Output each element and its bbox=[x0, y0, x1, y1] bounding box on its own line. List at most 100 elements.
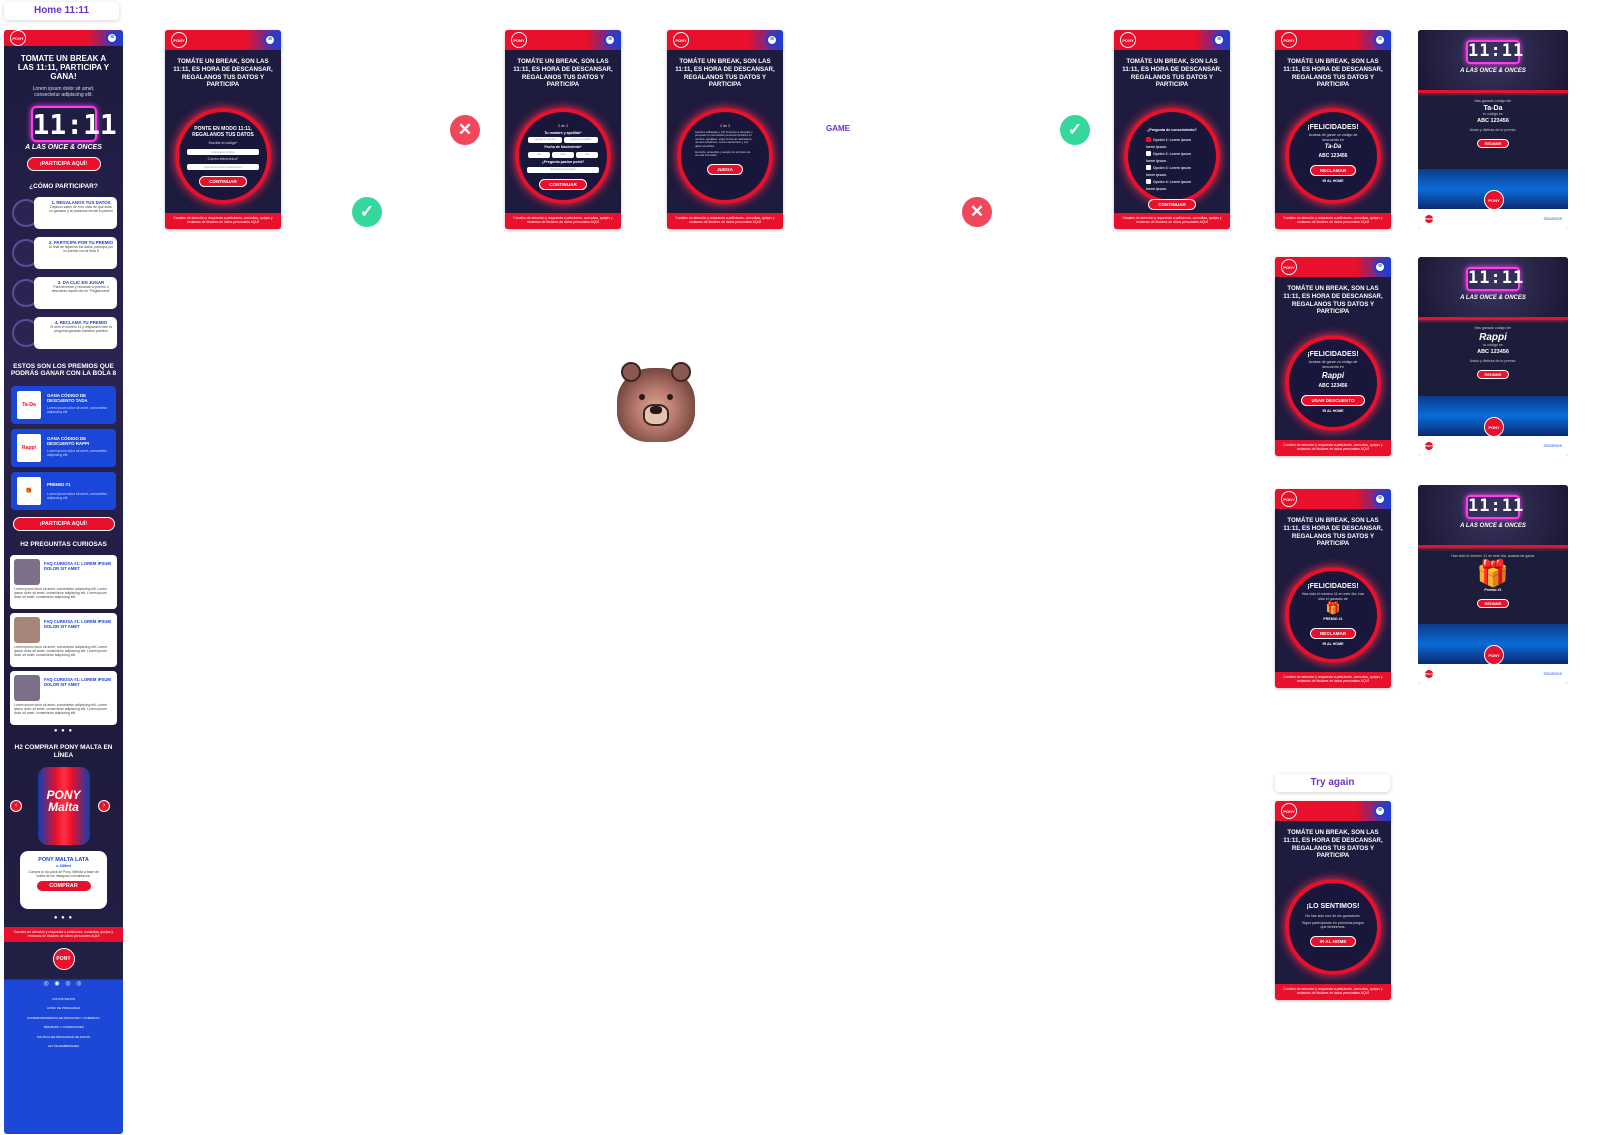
faq-pagination-dots[interactable]: ● ● ● bbox=[53, 728, 74, 734]
screen-header: PONY ≡ bbox=[1114, 30, 1230, 50]
pony-logo[interactable]: PONY bbox=[1424, 441, 1434, 451]
carousel-next-arrow[interactable]: › bbox=[98, 800, 110, 812]
menu-icon[interactable]: ≡ bbox=[604, 34, 616, 46]
menu-icon[interactable]: ≡ bbox=[106, 32, 118, 44]
passion-select[interactable]: Selecciona una opción bbox=[527, 167, 599, 174]
footer-link[interactable]: TÉRMINOS Y CONDICIONES bbox=[43, 1025, 84, 1030]
continue-button[interactable]: CONTINUAR bbox=[539, 179, 587, 191]
go-home-link[interactable]: IR AL HOME bbox=[1322, 179, 1344, 184]
claim-button[interactable]: RECLAMAR bbox=[1309, 165, 1357, 177]
discount-code: ABC 123456 bbox=[1318, 383, 1348, 390]
win-ring: ¡FELICIDADES! Acabas de ganar un código … bbox=[1285, 108, 1381, 204]
screen-footer[interactable]: Canales de atención y respuesta a petici… bbox=[165, 213, 281, 229]
go-home-button[interactable]: IR AL HOME bbox=[1309, 935, 1357, 947]
redeem-button[interactable]: REDIMIR bbox=[1476, 139, 1510, 148]
claim-button[interactable]: RECLAMAR bbox=[1309, 627, 1357, 639]
follow-link[interactable]: SÍGUENOS bbox=[1543, 444, 1562, 448]
menu-icon[interactable]: ≡ bbox=[1374, 805, 1386, 817]
go-home-link[interactable]: IR AL HOME bbox=[1322, 641, 1344, 646]
participate-button[interactable]: ¡PARTICIPA AQUÍ! bbox=[26, 157, 101, 171]
quiz-option[interactable]: Opción 3: Lorem ipsum lorem ipsum. bbox=[1146, 165, 1198, 179]
buy-button[interactable]: COMPRAR bbox=[35, 880, 92, 893]
pony-logo[interactable]: PONY bbox=[10, 30, 26, 46]
terms-text[interactable]: Autorizo a Bavaria y CN Ventures a recop… bbox=[695, 129, 753, 148]
faq-question: FAQ CURIOSA #1: LOREM IPSUM DOLOR SIT AM… bbox=[44, 619, 111, 629]
screen-headline: TOMÁTE UN BREAK, SON LAS 11:11, ES HORA … bbox=[1283, 829, 1383, 860]
footer-link[interactable]: CONTÁCTENOS bbox=[51, 996, 75, 1001]
menu-icon[interactable]: ≡ bbox=[1374, 261, 1386, 273]
screen-lose: PONY ≡ TOMÁTE UN BREAK, SON LAS 11:11, ES… bbox=[1275, 801, 1391, 1000]
screen-header: PONY ≡ bbox=[1275, 30, 1391, 50]
continue-button[interactable]: CONTINUAR bbox=[1148, 198, 1196, 210]
screen-footer[interactable]: Canales de atención y respuesta a petici… bbox=[505, 213, 621, 229]
redeem-button[interactable]: REDIMIR bbox=[1476, 599, 1510, 608]
screen-footer[interactable]: Canales de atención y respuesta a petici… bbox=[1275, 440, 1391, 456]
month-select[interactable]: Mes bbox=[552, 151, 574, 158]
pony-logo[interactable]: PONY bbox=[1120, 32, 1136, 48]
home-footer-note[interactable]: Canales de atención y respuesta a petici… bbox=[4, 927, 123, 942]
pony-logo[interactable]: PONY bbox=[1281, 259, 1297, 275]
screen-footer[interactable]: Canales de atención y respuesta a petici… bbox=[667, 213, 783, 229]
quiz-option[interactable]: Opción 1: Lorem ipsum lorem ipsum. bbox=[1146, 137, 1198, 151]
product-pagination-dots[interactable]: ● ● ● bbox=[53, 915, 74, 921]
menu-icon[interactable]: ≡ bbox=[1374, 493, 1386, 505]
use-discount-button[interactable]: USAR DESCUENTO bbox=[1301, 395, 1365, 407]
redeem-button[interactable]: REDIMIR bbox=[1476, 370, 1510, 379]
quiz-option[interactable]: Opción 4: Lorem ipsum lorem ipsum. bbox=[1146, 179, 1198, 193]
win-subtitle: Acabas de ganar un código de descuento e… bbox=[1308, 133, 1358, 142]
footer-link[interactable]: AVISO DE PRIVACIDAD bbox=[47, 1006, 80, 1011]
form-title: PONTE EN MODO 11:11, REGALANOS TUS DATOS bbox=[192, 126, 254, 138]
pony-logo[interactable]: PONY bbox=[171, 32, 187, 48]
continue-button[interactable]: CONTINUAR bbox=[199, 176, 247, 188]
terms-accept[interactable]: He leído, entendido y acepto los término… bbox=[695, 149, 751, 158]
pony-logo[interactable]: PONY bbox=[1424, 669, 1434, 679]
footer-link[interactable]: LEY DE EMBRIAGUEZ bbox=[47, 1044, 80, 1049]
footer-link[interactable]: SUPERINTENDENCIA DE INDUSTRIA Y COMERCIO bbox=[27, 1015, 100, 1020]
menu-icon[interactable]: ≡ bbox=[766, 34, 778, 46]
pony-logo[interactable]: PONY bbox=[1281, 803, 1297, 819]
footer-link[interactable]: POLÍTICA DE PRIVACIDAD DE DATOS bbox=[36, 1034, 91, 1039]
quiz-options: Opción 1: Lorem ipsum lorem ipsum. Opció… bbox=[1128, 133, 1216, 193]
carousel-prev-arrow[interactable]: ‹ bbox=[10, 800, 22, 812]
faq-card[interactable]: FAQ CURIOSA #1: LOREM IPSUM DOLOR SIT AM… bbox=[10, 613, 117, 667]
pony-logo[interactable]: PONY bbox=[673, 32, 689, 48]
first-name-input[interactable]: Ingresa tu nombre bbox=[528, 137, 562, 144]
go-home-link[interactable]: IR AL HOME bbox=[1322, 409, 1344, 414]
faq-card[interactable]: FAQ CURIOSA #1: LOREM IPSUM DOLOR SIT AM… bbox=[10, 555, 117, 609]
social-icons[interactable]: ◎ ◉ ◎ ◎ bbox=[43, 980, 84, 987]
email-input[interactable]: Ingresa tu correo electrónico bbox=[187, 164, 259, 171]
faq-image bbox=[14, 617, 40, 643]
screen-footer[interactable]: Canales de atención y respuesta a petici… bbox=[1275, 984, 1391, 1000]
pony-logo[interactable]: PONY bbox=[1281, 32, 1297, 48]
menu-icon[interactable]: ≡ bbox=[264, 34, 276, 46]
prize-thumb: 🎁 bbox=[17, 476, 41, 505]
menu-icon[interactable]: ≡ bbox=[1374, 34, 1386, 46]
day-select[interactable]: Día bbox=[528, 151, 550, 158]
menu-icon[interactable]: ≡ bbox=[1213, 34, 1225, 46]
code-input[interactable]: Ingresa tu código bbox=[187, 148, 259, 155]
play-button[interactable]: JUEGA bbox=[707, 163, 743, 175]
pony-logo[interactable]: PONY bbox=[1281, 491, 1297, 507]
screen-footer[interactable]: Canales de atención y respuesta a petici… bbox=[1114, 213, 1230, 229]
screen-footer[interactable]: Canales de atención y respuesta a petici… bbox=[1275, 213, 1391, 229]
faq-card[interactable]: FAQ CURIOSA #1: LOREM IPSUM DOLOR SIT AM… bbox=[10, 671, 117, 725]
follow-link[interactable]: SÍGUENOS bbox=[1543, 672, 1562, 676]
quiz-option[interactable]: Opción 2: Lorem ipsum lorem ipsum. bbox=[1146, 151, 1198, 165]
year-select[interactable]: Año bbox=[576, 151, 598, 158]
red-divider bbox=[1418, 317, 1568, 320]
follow-link[interactable]: SÍGUENOS bbox=[1543, 217, 1562, 221]
pony-logo[interactable]: PONY bbox=[1424, 214, 1434, 224]
pony-logo[interactable]: PONY bbox=[511, 32, 527, 48]
bear-eye bbox=[667, 394, 673, 400]
last-name-input[interactable]: Ingresa tu apellido bbox=[564, 137, 598, 144]
participate-button-2[interactable]: ¡PARTICIPA AQUÍ! bbox=[12, 516, 115, 531]
bear-snout bbox=[643, 404, 669, 426]
screen-footer[interactable]: Canales de atención y respuesta a petici… bbox=[1275, 672, 1391, 688]
